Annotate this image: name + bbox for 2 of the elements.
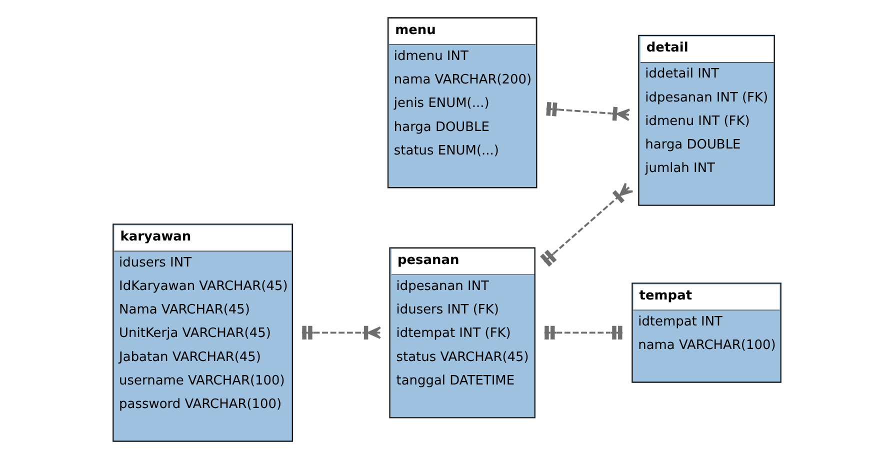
connector [540, 182, 634, 267]
connector [546, 102, 630, 122]
